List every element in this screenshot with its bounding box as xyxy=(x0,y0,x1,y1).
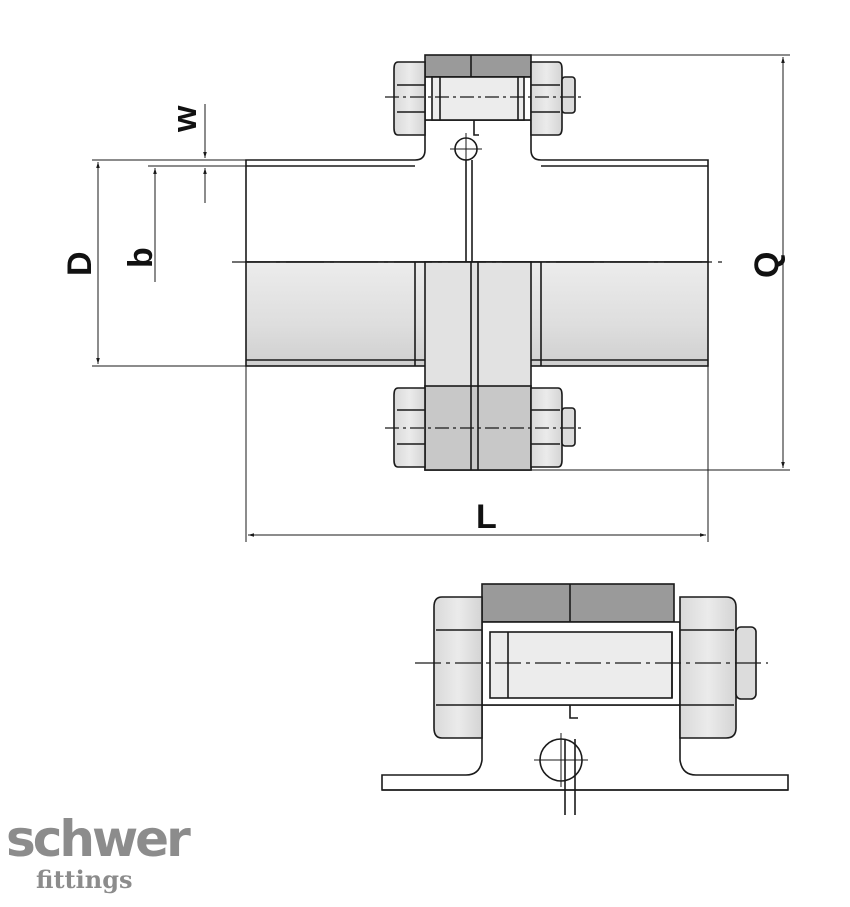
schwer-fittings-logo: schwer fittings xyxy=(6,814,206,904)
top-bolt-end xyxy=(561,76,576,114)
logo-wordmark-schwer: schwer xyxy=(6,810,191,868)
detail-view xyxy=(381,583,789,815)
main-view xyxy=(232,54,722,471)
bottom-nut-left xyxy=(393,387,426,468)
dim-label-Q: Q xyxy=(748,252,786,278)
dim-label-b: b xyxy=(122,247,160,268)
top-bolt-shank xyxy=(431,76,525,121)
dimension-labels: w b D Q L xyxy=(61,105,786,536)
detail-nut-left xyxy=(433,596,483,739)
pipe-upper-half xyxy=(245,119,709,263)
logo-wordmark-fittings: fittings xyxy=(36,865,133,894)
top-band-dark xyxy=(424,54,532,78)
detail-nut-right xyxy=(679,596,737,739)
dim-label-w: w xyxy=(166,105,204,133)
top-nut-left xyxy=(393,61,426,136)
bottom-bolt-end xyxy=(561,407,576,447)
detail-band-dark xyxy=(481,583,675,623)
detail-bolt-shank xyxy=(489,631,673,699)
top-nut-right xyxy=(530,61,563,136)
dim-label-L: L xyxy=(476,498,497,536)
dimension-lines xyxy=(92,54,790,542)
dim-label-D: D xyxy=(61,251,99,276)
